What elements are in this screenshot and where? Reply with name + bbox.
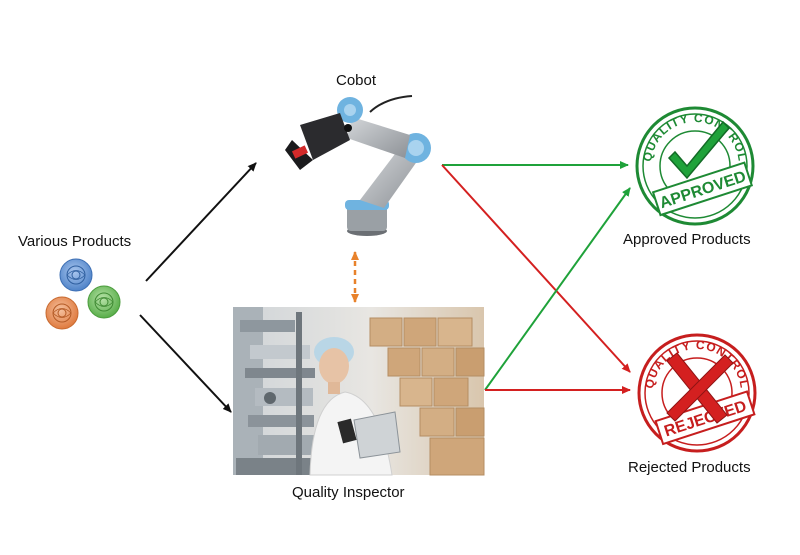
approved-stamp-top-text: QUALITY CONTROL <box>640 111 749 163</box>
x-mark-icon <box>666 352 734 424</box>
quality-inspector-label: Quality Inspector <box>292 484 405 501</box>
arrow-inspector-to-approved <box>484 187 631 391</box>
cobot-label: Cobot <box>336 72 377 89</box>
arrow-products-to-inspector <box>139 314 232 413</box>
arrow-cobot-to-rejected <box>441 164 631 373</box>
various-products-label: Various Products <box>18 233 132 250</box>
checkmark-icon <box>667 120 731 180</box>
product-green-icon <box>87 285 121 319</box>
various-products-icon <box>45 258 121 330</box>
approved-products-label: Approved Products <box>623 231 751 248</box>
machinery <box>233 307 318 475</box>
approved-stamp-icon: QUALITY CONTROL APPROVED <box>635 106 755 226</box>
cardboard-boxes <box>369 317 485 476</box>
cobot-robot-arm-icon <box>285 95 431 236</box>
product-orange-icon <box>45 296 79 330</box>
inspector-person <box>309 337 401 476</box>
rejected-products-label: Rejected Products <box>628 459 751 476</box>
quality-inspector-photo <box>233 307 485 476</box>
rejected-stamp-icon: QUALITY CONTROL REJECTED <box>637 333 757 453</box>
arrow-products-to-cobot <box>145 162 257 282</box>
svg-text:QUALITY CONTROL: QUALITY CONTROL <box>640 111 750 163</box>
product-blue-icon <box>59 258 93 292</box>
